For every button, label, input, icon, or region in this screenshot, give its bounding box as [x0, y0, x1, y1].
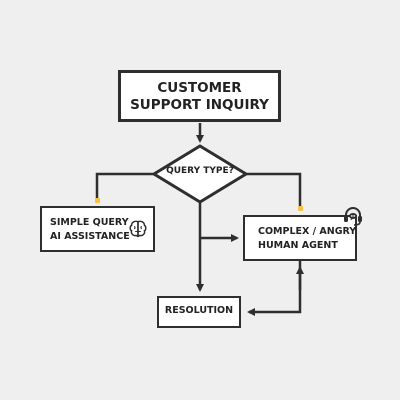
node-resolution: RESOLUTION — [157, 296, 241, 328]
accent-dot — [95, 198, 100, 203]
headset-icon — [344, 207, 362, 226]
node-complex-angry: COMPLEX / ANGRY HUMAN AGENT — [243, 215, 357, 261]
accent-dot — [298, 206, 303, 211]
simple-line-1: SIMPLE QUERY — [50, 217, 129, 228]
simple-line-2: AI ASSISTANCE — [50, 231, 130, 242]
complex-line-1: COMPLEX / ANGRY — [258, 226, 357, 237]
brain-icon — [129, 220, 147, 238]
decision-label: QUERY TYPE? — [166, 166, 234, 176]
arrow-complex-to-resolution — [247, 261, 302, 316]
connector-decision-to-complex — [246, 172, 302, 210]
connector-decision-to-simple — [95, 172, 154, 201]
node-simple-query: SIMPLE QUERY AI ASSISTANCE — [40, 206, 155, 252]
complex-line-2: HUMAN AGENT — [258, 240, 338, 251]
start-line-1: CUSTOMER — [157, 80, 242, 96]
start-line-2: SUPPORT INQUIRY — [130, 97, 269, 113]
node-customer-support-inquiry: CUSTOMER SUPPORT INQUIRY — [118, 70, 281, 122]
